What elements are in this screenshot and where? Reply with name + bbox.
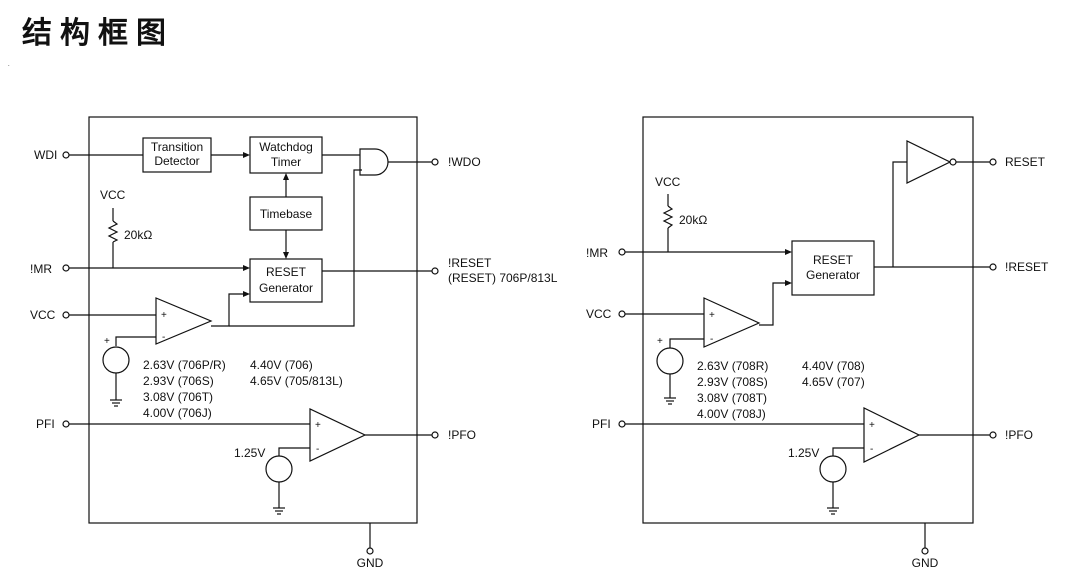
right-reset-generator-block <box>791 240 875 296</box>
plus-sign: + <box>315 420 321 431</box>
left-pfi-vref-source <box>265 455 293 483</box>
right-threshold-5: 4.40V (708) <box>802 359 865 373</box>
left-reset-pin <box>431 267 439 275</box>
reset-inverter <box>906 140 952 184</box>
left-gnd-label: GND <box>357 556 384 570</box>
left-pfo-label: !PFO <box>448 428 476 442</box>
transition-label-2: Detector <box>154 154 199 168</box>
dot: . <box>8 62 10 68</box>
right-pullup-vcc-label: VCC <box>655 175 681 189</box>
right-pfi-label: PFI <box>592 417 611 431</box>
right-mr-label: !MR <box>586 246 608 260</box>
left-reset-variant-label: (RESET) 706P/813L <box>448 271 558 285</box>
arrow-head-icon <box>283 252 289 259</box>
right-reset-label: RESET <box>1005 155 1046 169</box>
left-wdi-pin <box>62 151 70 159</box>
right-resistor-label: 20kΩ <box>679 213 707 227</box>
right-threshold-2: 2.93V (708S) <box>697 375 768 389</box>
left-vcc-pin <box>62 311 70 319</box>
left-ref-voltage-label: 1.25V <box>234 446 265 460</box>
right-mr-pin <box>618 248 626 256</box>
right-vcc-comparator <box>703 297 761 348</box>
left-wdo-label: !WDO <box>448 155 481 169</box>
page-title: 结构框图 <box>22 16 174 51</box>
right-gnd-label: GND <box>912 556 939 570</box>
right-chip-outline <box>642 116 974 524</box>
plus-sign: + <box>161 310 167 321</box>
plus-sign: + <box>104 336 110 347</box>
right-pfi-pin <box>618 420 626 428</box>
left-threshold-2: 2.93V (706S) <box>143 374 214 388</box>
right-pfo-pin <box>989 431 997 439</box>
right-reset-gen-label-1: RESET <box>813 253 854 267</box>
and-gate <box>359 148 389 176</box>
right-threshold-6: 4.65V (707) <box>802 375 865 389</box>
left-pfi-label: PFI <box>36 417 55 431</box>
plus-sign: + <box>869 420 875 431</box>
left-threshold-3: 3.08V (706T) <box>143 390 213 404</box>
minus-sign: - <box>870 444 873 455</box>
left-pfo-pin <box>431 431 439 439</box>
left-pullup-vcc-label: VCC <box>100 188 126 202</box>
minus-sign: - <box>162 332 165 343</box>
right-pfo-label: !PFO <box>1005 428 1033 442</box>
arrow-head-icon <box>785 280 792 286</box>
left-gnd-pin <box>366 547 374 555</box>
left-vcc-label: VCC <box>30 308 56 322</box>
watchdog-label-1: Watchdog <box>259 140 313 154</box>
left-diagram: WDI Transition Detector Watchdog Timer T… <box>30 116 558 570</box>
left-wdo-pin <box>431 158 439 166</box>
timebase-label: Timebase <box>260 207 313 221</box>
transition-detector-block <box>142 137 212 173</box>
arrow-head-icon <box>283 173 289 180</box>
plus-sign: + <box>657 336 663 347</box>
left-mr-label: !MR <box>30 262 52 276</box>
right-reset-pin <box>989 158 997 166</box>
left-pfi-comparator <box>309 408 367 462</box>
arrow-head-icon <box>243 265 250 271</box>
resistor <box>662 205 674 229</box>
left-threshold-1: 2.63V (706P/R) <box>143 358 226 372</box>
left-threshold-5: 4.40V (706) <box>250 358 313 372</box>
watchdog-label-2: Timer <box>271 155 301 169</box>
right-nreset-label: !RESET <box>1005 260 1049 274</box>
left-vref-source <box>102 346 130 374</box>
right-nreset-pin <box>989 263 997 271</box>
right-pfi-comparator <box>863 407 921 463</box>
right-threshold-4: 4.00V (708J) <box>697 407 766 421</box>
right-vref-source <box>656 347 684 375</box>
right-vcc-label: VCC <box>586 307 612 321</box>
arrow-head-icon <box>785 249 792 255</box>
resistor <box>107 220 119 243</box>
right-threshold-3: 3.08V (708T) <box>697 391 767 405</box>
minus-sign: - <box>710 334 713 345</box>
left-resistor-label: 20kΩ <box>124 228 152 242</box>
left-reset-gen-label-1: RESET <box>266 265 307 279</box>
right-diagram: RESET VCC 20kΩ !MR RESET Generator !RESE… <box>586 116 1049 570</box>
left-reset-label: !RESET <box>448 256 492 270</box>
left-threshold-4: 4.00V (706J) <box>143 406 212 420</box>
right-reset-gen-label-2: Generator <box>806 268 860 282</box>
arrow-head-icon <box>243 152 250 158</box>
left-mr-pin <box>62 264 70 272</box>
right-vcc-pin <box>618 310 626 318</box>
left-wdi-label: WDI <box>34 148 57 162</box>
left-pfi-pin <box>62 420 70 428</box>
left-reset-gen-label-2: Generator <box>259 281 313 295</box>
left-threshold-6: 4.65V (705/813L) <box>250 374 343 388</box>
minus-sign: - <box>316 444 319 455</box>
left-reset-generator-block <box>249 258 323 303</box>
left-chip-outline <box>88 116 418 524</box>
right-pfi-vref-source <box>819 455 847 483</box>
left-vcc-comparator <box>155 297 213 345</box>
right-gnd-pin <box>921 547 929 555</box>
inverter-bubble <box>949 158 957 166</box>
arrow-head-icon <box>243 291 250 297</box>
right-threshold-1: 2.63V (708R) <box>697 359 768 373</box>
right-ref-voltage-label: 1.25V <box>788 446 819 460</box>
transition-label-1: Transition <box>151 140 203 154</box>
plus-sign: + <box>709 310 715 321</box>
